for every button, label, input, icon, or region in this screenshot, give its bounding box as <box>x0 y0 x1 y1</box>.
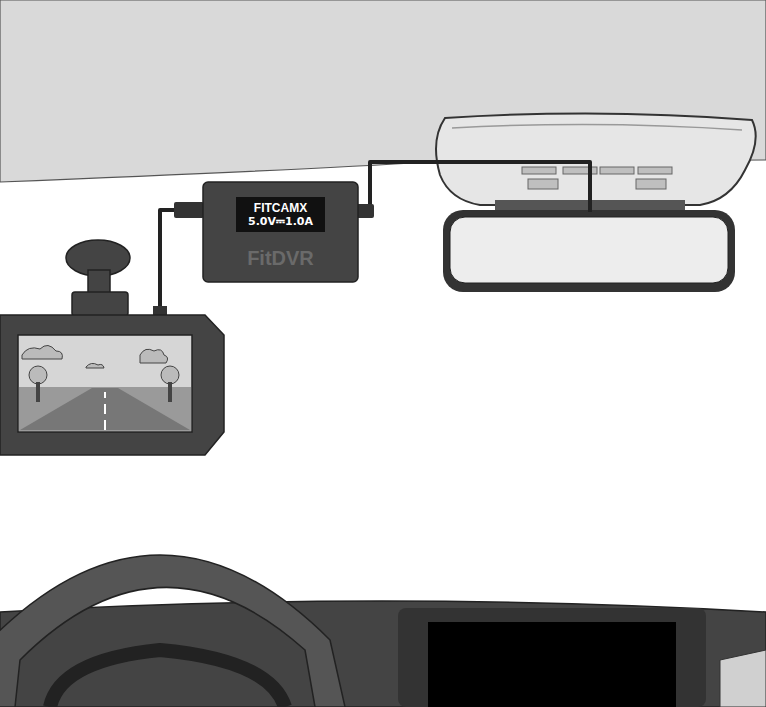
tree <box>29 366 47 384</box>
cloud <box>140 349 168 363</box>
housing-edge <box>452 124 742 130</box>
power-cable <box>370 162 590 212</box>
usb-cable <box>160 210 178 315</box>
vent <box>638 167 672 174</box>
model-text: FITCAMX <box>254 201 307 215</box>
cable-plug <box>174 202 204 218</box>
mirror-housing <box>436 113 756 205</box>
brand-text: FitDVR <box>247 246 314 270</box>
cloud <box>86 363 104 368</box>
vent <box>522 167 556 174</box>
steering-wheel <box>0 555 345 707</box>
power-adapter <box>203 182 358 282</box>
tree-trunk <box>36 382 40 402</box>
mount-base <box>72 292 128 316</box>
mirror-glass <box>450 217 728 283</box>
vent <box>528 179 558 189</box>
rating-text: 5.0V⎓1.0A <box>248 215 313 228</box>
rear-view-mirror <box>443 210 735 292</box>
housing-vents <box>522 167 672 189</box>
vent <box>600 167 634 174</box>
mount-stem <box>88 270 110 294</box>
spec-label: FITCAMX5.0V⎓1.0A <box>236 197 325 232</box>
dash-cam-screen <box>18 335 192 432</box>
lane-marks <box>104 392 106 430</box>
tree <box>161 366 179 384</box>
tree-trunk <box>168 382 172 402</box>
infotainment-bezel <box>398 608 706 707</box>
screen-scene <box>19 345 191 431</box>
steering-spoke <box>50 650 285 707</box>
road <box>20 388 190 430</box>
dash-cam <box>0 315 224 455</box>
power-adapter-box: FitDVR FITCAMX5.0V⎓1.0A <box>203 182 358 282</box>
cloud <box>22 345 62 359</box>
dashboard <box>0 601 766 707</box>
dash-trim <box>720 650 766 707</box>
ground <box>19 387 191 431</box>
infotainment-screen <box>428 622 676 707</box>
vent <box>636 179 666 189</box>
